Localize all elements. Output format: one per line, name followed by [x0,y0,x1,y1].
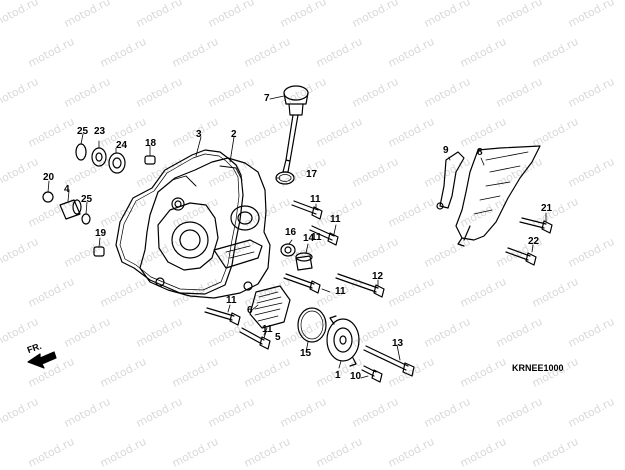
callout-label: 11 [335,286,346,297]
callout-label: 11 [226,295,237,306]
fr-arrow-icon [27,351,57,369]
callout-label: 11 [330,214,341,225]
callout-label: 9 [443,145,449,156]
callout-label: 24 [116,140,128,151]
dowel-22 [144,155,156,165]
bolt-11c [283,277,313,289]
callout-label: 15 [300,348,312,359]
gasket-outline [115,149,244,295]
callout-label: 1 [335,370,341,381]
washer-24 [42,191,54,203]
diagram-code: KRNEE1000 [512,363,564,373]
callout-label: 25 [81,194,93,205]
bolt-25b [505,251,529,261]
filter-cover [326,318,360,362]
crankcase-cover [139,157,271,299]
callout-label: 11 [311,232,322,243]
oil-filter [249,285,291,329]
collar-20 [280,243,296,257]
bolt-11d [204,311,233,321]
callout-label: 23 [94,126,106,137]
snap-ring-16 [75,143,87,161]
bracket-9 [439,151,465,209]
o-ring-19 [297,307,327,343]
callout-label: 17 [306,169,318,180]
callout-label: 4 [64,184,70,195]
shaft-4 [59,199,81,220]
callout-label: 22 [528,236,540,247]
callout-label: 6 [247,305,253,316]
callout-label: 20 [43,172,55,183]
seal-15 [91,147,107,167]
guard-8 [455,145,541,241]
bolt-12 [335,277,377,293]
callout-label: 13 [392,338,404,349]
o-ring-17 [81,213,91,225]
callout-label: 7 [264,93,270,104]
plug-14 [295,255,313,271]
callout-label: 5 [275,332,281,343]
callout-label: 3 [196,129,202,140]
bolt-13 [363,349,407,371]
dowel-23 [93,246,105,257]
callout-label: 14 [303,233,315,244]
callout-label: 10 [350,371,362,382]
callout-label: 11 [262,324,273,335]
bolt-11e [239,331,263,345]
callout-label: 8 [477,147,483,158]
callout-label: 11 [310,194,321,205]
callout-label: 18 [145,138,157,149]
bearing-18 [108,152,126,174]
bolt-10 [361,369,375,377]
callout-label: 16 [285,227,297,238]
callout-label: 21 [541,203,553,214]
bolt-25a [519,221,545,229]
callout-label: 19 [95,228,107,239]
callout-label: 2 [231,129,237,140]
callout-label: 25 [77,126,89,137]
dipstick-cap [283,85,309,101]
callout-label: 12 [372,271,384,282]
bolt-11a [291,204,317,215]
